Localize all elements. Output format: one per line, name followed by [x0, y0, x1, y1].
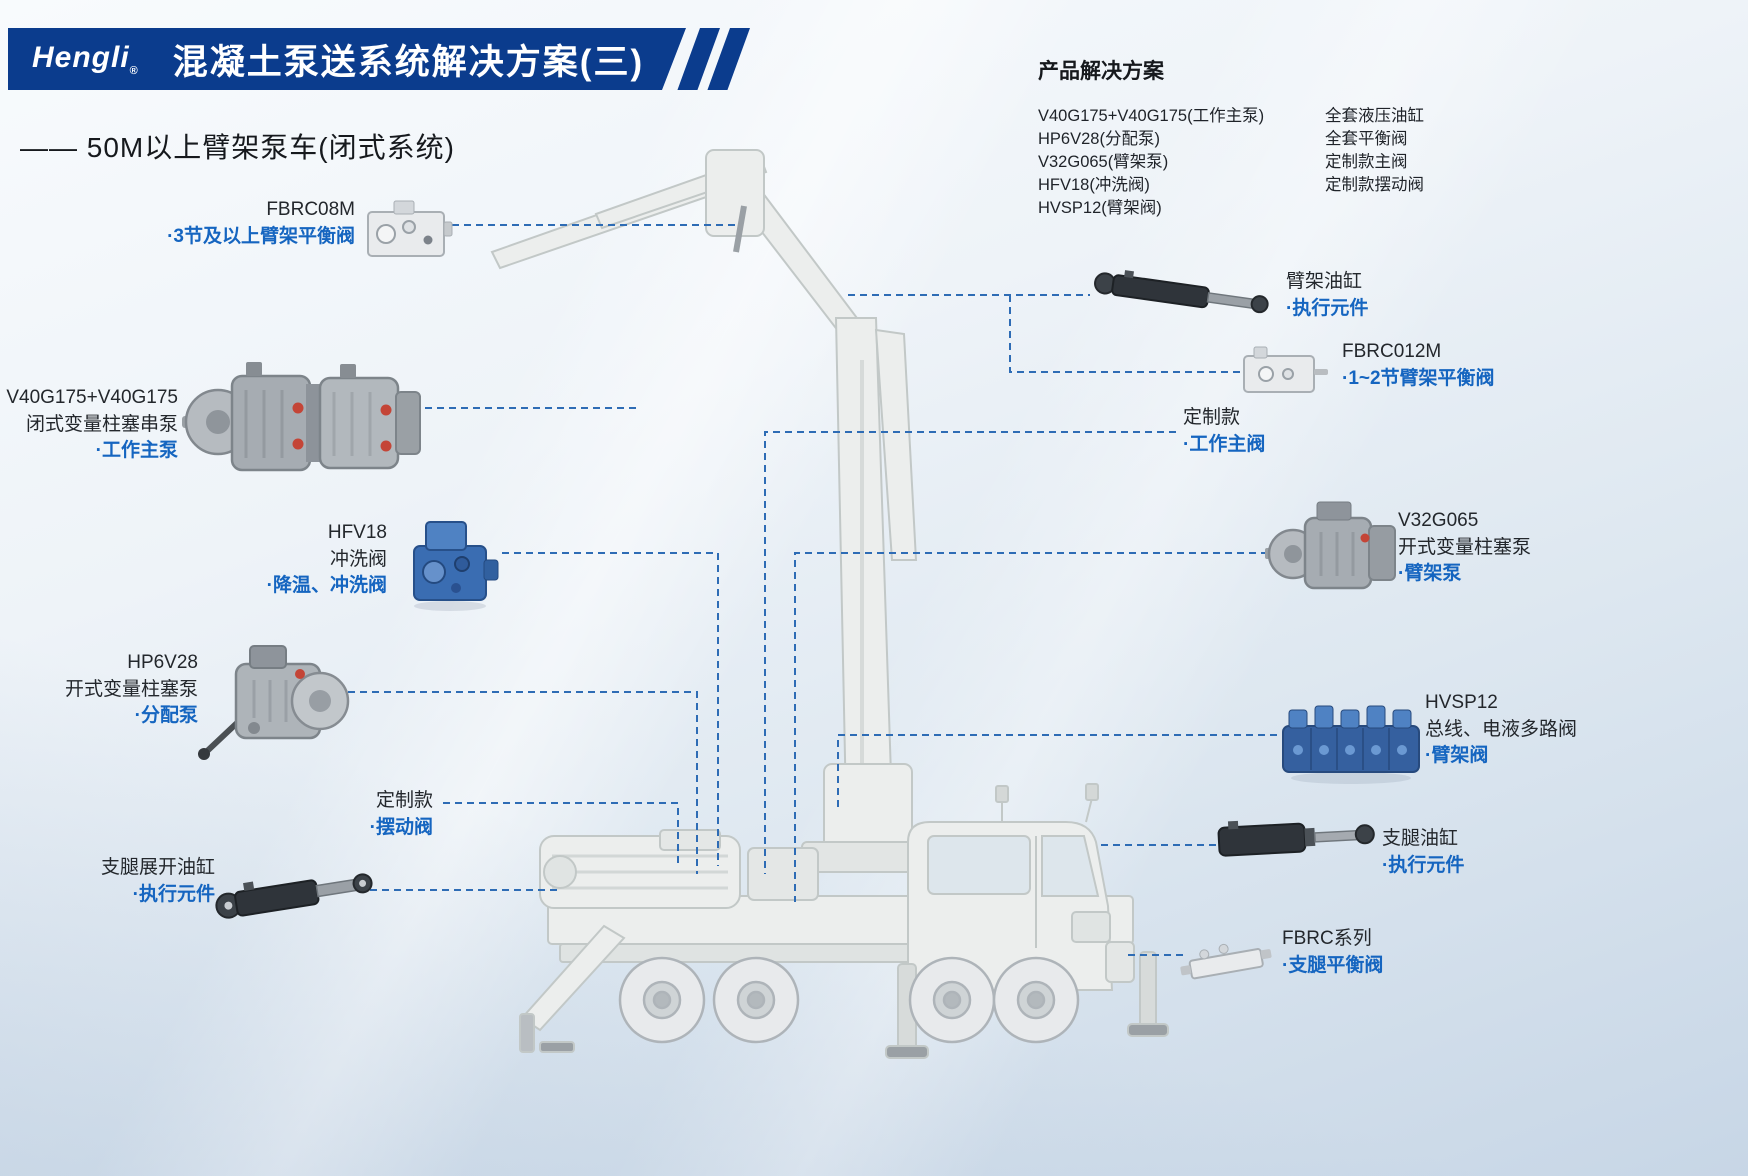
callout-fbrc08m: FBRC08M ·3节及以上臂架平衡阀 — [115, 197, 355, 250]
callout-desc: 开式变量柱塞泵 — [64, 678, 198, 700]
callout-name: 支腿展开油缸 — [100, 857, 215, 878]
callout-role: ·臂架泵 — [1398, 563, 1462, 584]
callout-fbrc012m: FBRC012M ·1~2节臂架平衡阀 — [1342, 339, 1495, 392]
header-banner: Hengli® 混凝土泵送系统解决方案(三) — [8, 28, 686, 90]
solution-item: 全套液压油缸 — [1325, 107, 1424, 125]
callout-role: ·执行元件 — [1286, 297, 1369, 319]
callout-name: HFV18 — [327, 522, 387, 543]
solution-item: HFV18(冲洗阀) — [1038, 176, 1150, 194]
hengli-logo: Hengli® — [32, 41, 139, 77]
truck-boom — [490, 149, 918, 807]
callout-name: FBRC系列 — [1282, 928, 1372, 949]
v40g175-tandem-pump-image — [182, 362, 421, 472]
callout-role: ·执行元件 — [1382, 854, 1465, 876]
subtitle: —— 50M以上臂架泵车(闭式系统) — [20, 132, 455, 163]
callout-desc: 总线、电液多路阀 — [1425, 718, 1578, 740]
callout-boom-cylinder: 臂架油缸 ·执行元件 — [1286, 269, 1368, 322]
callout-work-main-valve: 定制款 ·工作主阀 — [1183, 405, 1265, 458]
truck-body — [539, 763, 1135, 991]
solution-item: V40G175+V40G175(工作主泵) — [1038, 107, 1265, 125]
callout-role: ·3节及以上臂架平衡阀 — [167, 225, 355, 247]
boom-cylinder-image — [1094, 270, 1269, 314]
callout-name: 定制款 — [1183, 407, 1241, 428]
solution-item: 全套平衡阀 — [1325, 130, 1408, 148]
fbrc08m-valve-image — [367, 200, 453, 257]
v32g065-pump-image — [1265, 501, 1396, 590]
callout-line-group — [348, 224, 1277, 956]
page-title: 混凝土泵送系统解决方案(三) — [172, 42, 645, 82]
callout-name: HVSP12 — [1425, 692, 1498, 713]
callout-hvsp12: HVSP12 总线、电液多路阀 ·臂架阀 — [1425, 690, 1577, 770]
solution-item: HP6V28(分配泵) — [1038, 130, 1160, 148]
hp6v28-pump-image — [198, 645, 350, 760]
callout-role: ·臂架阀 — [1425, 745, 1489, 766]
callout-v32g065: V32G065 开式变量柱塞泵 ·臂架泵 — [1398, 508, 1531, 588]
callout-role: ·支腿平衡阀 — [1282, 954, 1384, 976]
solutions-panel-title: 产品解决方案 — [1038, 60, 1164, 83]
callout-swing-valve: 定制款 ·摆动阀 — [280, 788, 433, 841]
truck-wheels — [618, 956, 1080, 1044]
registered-mark: ® — [129, 65, 139, 77]
callout-name: FBRC08M — [266, 199, 355, 220]
solutions-column-2: 全套液压油缸 全套平衡阀 定制款主阀 定制款摆动阀 — [1325, 105, 1525, 197]
callout-desc: 冲洗阀 — [329, 548, 387, 570]
hvsp12-multiway-valve-image — [1282, 705, 1420, 784]
callout-name: V40G175+V40G175 — [6, 387, 178, 408]
callout-name: V32G065 — [1398, 510, 1479, 531]
solution-item: HVSP12(臂架阀) — [1038, 199, 1162, 217]
callout-desc: 闭式变量柱塞串泵 — [25, 413, 178, 435]
callout-name: HP6V28 — [127, 652, 198, 673]
callout-role: ·1~2节臂架平衡阀 — [1342, 367, 1495, 389]
callout-outrigger-cylinder: 支腿油缸 ·执行元件 — [1382, 826, 1464, 879]
callout-desc: 开式变量柱塞泵 — [1398, 536, 1532, 558]
fbrc-series-valve-image — [1180, 943, 1272, 980]
callout-hfv18: HFV18 冲洗阀 ·降温、冲洗阀 — [195, 520, 387, 600]
callout-name: 定制款 — [375, 790, 433, 811]
callout-name: 支腿油缸 — [1382, 828, 1459, 849]
callout-hp6v28: HP6V28 开式变量柱塞泵 ·分配泵 — [30, 650, 198, 730]
callout-v40g175: V40G175+V40G175 闭式变量柱塞串泵 ·工作主泵 — [0, 385, 178, 465]
callout-name: 臂架油缸 — [1286, 271, 1363, 292]
callout-role: ·工作主泵 — [95, 440, 178, 461]
callout-fbrc-series: FBRC系列 ·支腿平衡阀 — [1282, 926, 1383, 979]
solutions-panel: 产品解决方案 V40G175+V40G175(工作主泵) HP6V28(分配泵)… — [1038, 55, 1424, 217]
outrigger-cylinder-image — [1217, 820, 1375, 857]
solution-item: 定制款主阀 — [1325, 153, 1408, 171]
callout-role: ·执行元件 — [132, 883, 215, 905]
callout-role: ·工作主阀 — [1183, 433, 1266, 455]
outrigger-extend-cylinder-image — [215, 873, 373, 919]
solution-item: V32G065(臂架泵) — [1038, 153, 1169, 171]
callout-outrigger-extend-cylinder: 支腿展开油缸 ·执行元件 — [60, 855, 215, 908]
solution-item: 定制款摆动阀 — [1325, 176, 1424, 194]
callout-name: FBRC012M — [1342, 341, 1442, 362]
callout-role: ·分配泵 — [134, 705, 198, 726]
fbrc012m-valve-image — [1243, 346, 1328, 393]
logo-text: Hengli — [32, 41, 130, 74]
callout-role: ·摆动阀 — [369, 816, 433, 838]
callout-role: ·降温、冲洗阀 — [266, 575, 387, 596]
hfv18-flush-valve-image — [413, 521, 499, 611]
solutions-column-1: V40G175+V40G175(工作主泵) HP6V28(分配泵) V32G06… — [1038, 105, 1308, 220]
